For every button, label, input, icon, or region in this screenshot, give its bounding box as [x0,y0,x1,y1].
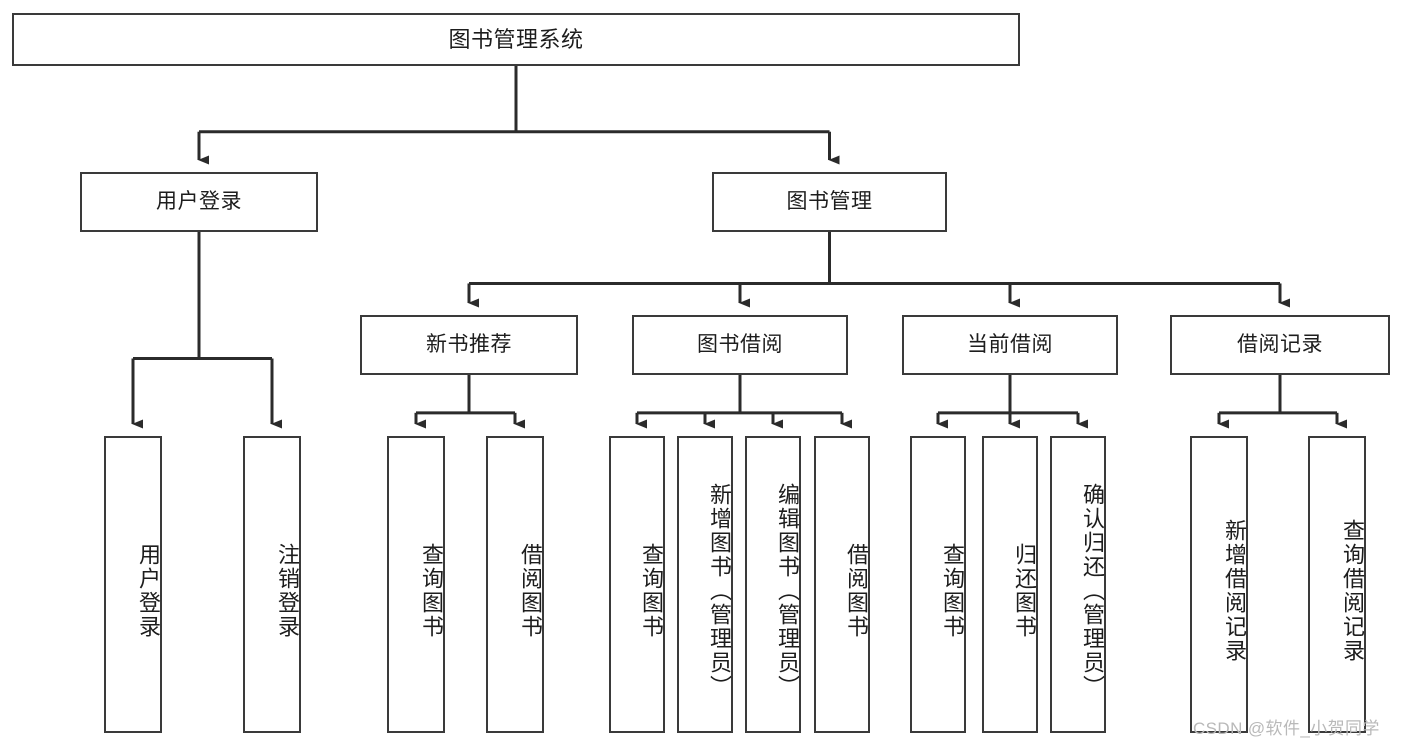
node-current-borrow[interactable]: 当前借阅 [902,315,1118,375]
node-label: 查询图书 [419,542,444,639]
node-root[interactable]: 图书管理系统 [12,13,1020,66]
leaf-confirm-return-admin[interactable]: 确认归还（管理员） [1050,436,1106,733]
node-new-book-recommend[interactable]: 新书推荐 [360,315,578,375]
leaf-query-book-3[interactable]: 查询图书 [910,436,966,733]
node-label: 借阅记录 [1237,332,1323,356]
node-label: 用户登录 [136,542,161,639]
node-borrow-record[interactable]: 借阅记录 [1170,315,1390,375]
watermark: CSDN @软件_小贺同学 [1193,719,1380,738]
node-user-login[interactable]: 用户登录 [80,172,318,232]
leaf-add-book-admin[interactable]: 新增图书（管理员） [677,436,733,733]
leaf-edit-book-admin[interactable]: 编辑图书（管理员） [745,436,801,733]
node-label: 查询借阅记录 [1340,518,1365,663]
leaf-borrow-book-1[interactable]: 借阅图书 [486,436,544,733]
node-label: 新书推荐 [426,332,512,356]
node-label: 借阅图书 [844,542,869,639]
leaf-query-borrow-record[interactable]: 查询借阅记录 [1308,436,1366,733]
node-label: 新增借阅记录 [1222,518,1247,663]
node-label: 查询图书 [940,542,965,639]
node-label: 图书管理 [786,189,873,213]
leaf-query-book-2[interactable]: 查询图书 [609,436,665,733]
node-book-management[interactable]: 图书管理 [712,172,947,232]
leaf-borrow-book-2[interactable]: 借阅图书 [814,436,870,733]
leaf-return-book[interactable]: 归还图书 [982,436,1038,733]
node-label: 确认归还（管理员） [1080,482,1105,699]
node-label: 图书管理系统 [448,26,584,52]
leaf-add-borrow-record[interactable]: 新增借阅记录 [1190,436,1248,733]
node-label: 编辑图书（管理员） [775,482,800,699]
node-label: 用户登录 [156,189,242,213]
node-book-borrow[interactable]: 图书借阅 [632,315,848,375]
node-label: 归还图书 [1012,542,1037,639]
leaf-user-login[interactable]: 用户登录 [104,436,162,733]
node-label: 查询图书 [639,542,664,639]
leaf-user-logout[interactable]: 注销登录 [243,436,301,733]
node-label: 图书借阅 [697,332,783,356]
node-label: 新增图书（管理员） [707,482,732,699]
node-label: 当前借阅 [967,332,1053,356]
node-label: 注销登录 [275,542,300,639]
node-label: 借阅图书 [518,542,543,639]
leaf-query-book-1[interactable]: 查询图书 [387,436,445,733]
